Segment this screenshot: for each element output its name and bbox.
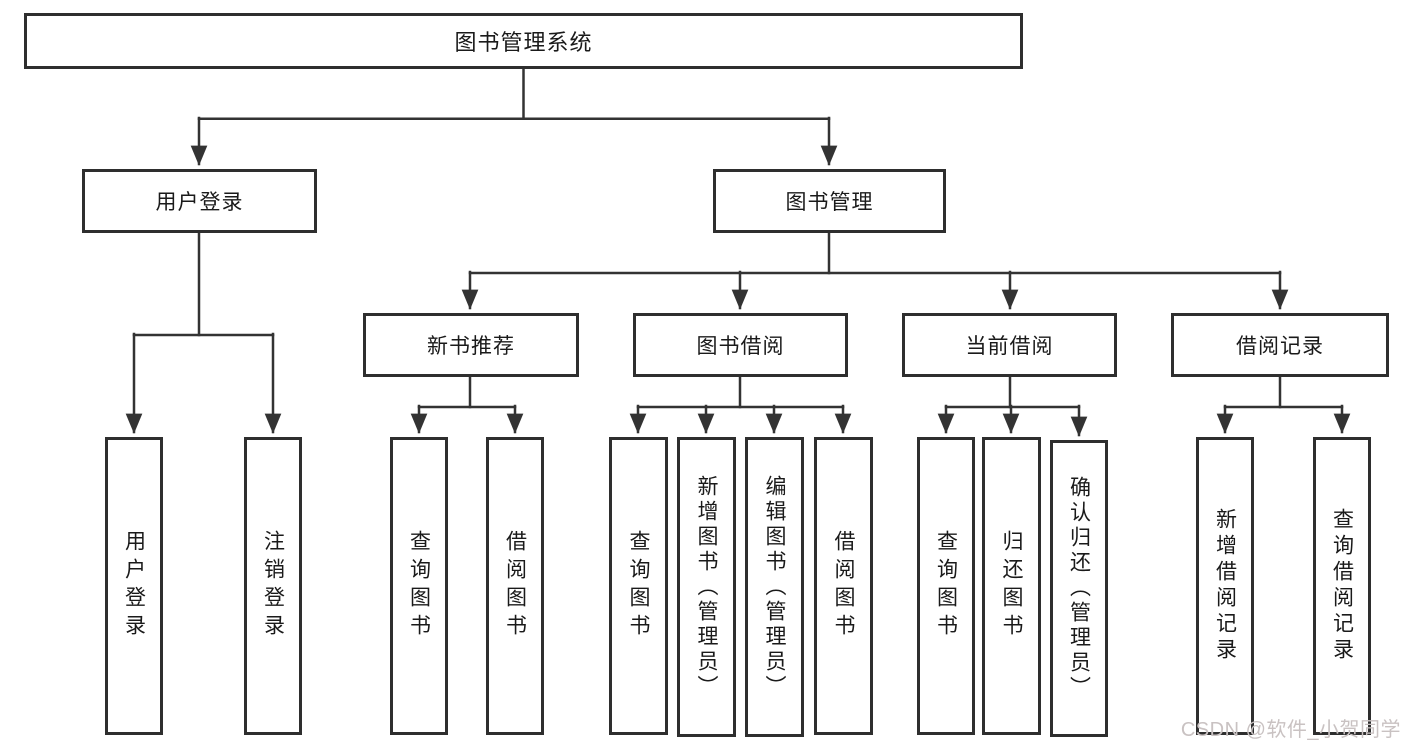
node-new-book-recommend-label: 新书推荐 xyxy=(427,335,515,358)
node-book-borrowing-label: 图书借阅 xyxy=(696,335,785,358)
node-book-borrowing: 图书借阅 xyxy=(633,313,848,377)
leaf-query-borrow-record-label: 查询借阅记录 xyxy=(1330,508,1354,664)
leaf-borrow-books-1-label: 借阅图书 xyxy=(503,530,527,642)
leaf-confirm-return-admin-label: 确认归还（管理员） xyxy=(1067,476,1091,701)
leaf-borrow-books-2: 借阅图书 xyxy=(814,437,873,735)
node-borrowing-records-label: 借阅记录 xyxy=(1236,335,1324,358)
csdn-watermark: CSDN @软件_小贺同学 xyxy=(1180,719,1401,741)
node-user-login: 用户登录 xyxy=(82,169,317,233)
leaf-edit-book-admin-label: 编辑图书（管理员） xyxy=(763,474,786,700)
leaf-user-login: 用户登录 xyxy=(105,437,163,735)
leaf-query-books-2: 查询图书 xyxy=(609,437,668,735)
node-root-label: 图书管理系统 xyxy=(454,30,593,55)
leaf-add-book-admin-label: 新增图书（管理员） xyxy=(695,474,718,700)
node-book-management-label: 图书管理 xyxy=(785,191,874,214)
leaf-borrow-books-1: 借阅图书 xyxy=(486,437,544,735)
leaf-query-books-3: 查询图书 xyxy=(917,437,975,735)
leaf-logout-label: 注销登录 xyxy=(261,530,285,642)
node-borrowing-records: 借阅记录 xyxy=(1171,313,1389,377)
leaf-borrow-books-2-label: 借阅图书 xyxy=(832,530,855,642)
node-new-book-recommend: 新书推荐 xyxy=(363,313,579,377)
node-current-borrowing: 当前借阅 xyxy=(902,313,1117,377)
leaf-query-books-2-label: 查询图书 xyxy=(627,530,650,642)
leaf-user-login-label: 用户登录 xyxy=(122,530,146,642)
leaf-confirm-return-admin: 确认归还（管理员） xyxy=(1050,440,1108,737)
node-current-borrowing-label: 当前借阅 xyxy=(965,335,1054,358)
leaf-query-borrow-record: 查询借阅记录 xyxy=(1313,437,1371,735)
leaf-add-borrow-record: 新增借阅记录 xyxy=(1196,437,1254,735)
leaf-query-books-1: 查询图书 xyxy=(390,437,448,735)
leaf-return-book-label: 归还图书 xyxy=(1000,530,1023,642)
node-user-login-label: 用户登录 xyxy=(155,191,244,214)
leaf-query-books-1-label: 查询图书 xyxy=(407,530,431,642)
leaf-query-books-3-label: 查询图书 xyxy=(934,530,958,642)
node-root: 图书管理系统 xyxy=(24,13,1023,69)
leaf-add-borrow-record-label: 新增借阅记录 xyxy=(1213,508,1237,664)
leaf-logout: 注销登录 xyxy=(244,437,302,735)
leaf-add-book-admin: 新增图书（管理员） xyxy=(677,437,736,737)
leaf-return-book: 归还图书 xyxy=(982,437,1041,735)
node-book-management: 图书管理 xyxy=(713,169,946,233)
leaf-edit-book-admin: 编辑图书（管理员） xyxy=(745,437,804,737)
